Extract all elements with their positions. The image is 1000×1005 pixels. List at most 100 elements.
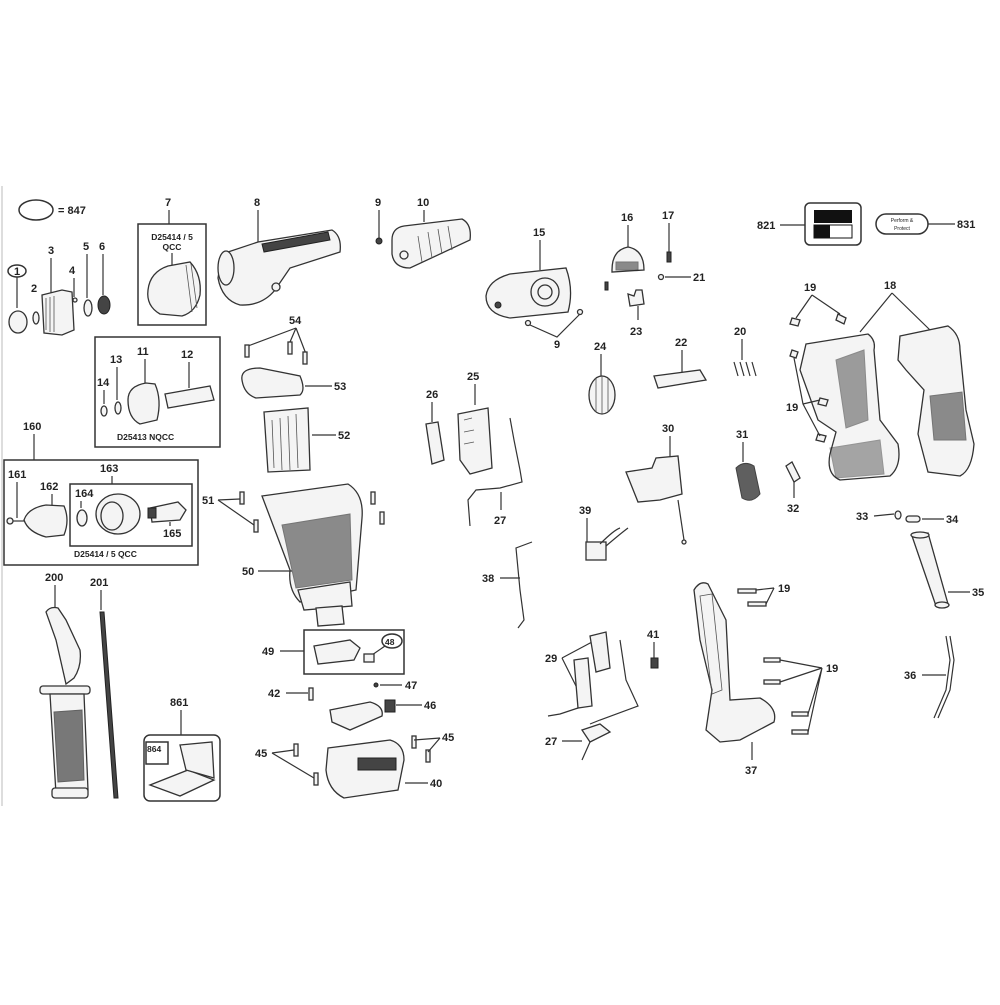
part-label-19-mid: 19 <box>786 402 798 414</box>
caption-d25414-5: D25414 / 5 <box>151 232 193 242</box>
part-label-19-top: 19 <box>804 282 816 294</box>
part-8-gear-housing: 8 <box>217 197 341 306</box>
part-label-22: 22 <box>675 337 687 349</box>
perform-protect-line1: Perform & <box>891 218 914 224</box>
badge-821-icon <box>804 202 862 246</box>
part-label-20: 20 <box>734 326 746 338</box>
part-16-23: 16 17 21 23 <box>604 210 705 338</box>
part-label-46: 46 <box>424 700 436 712</box>
part-label-50: 50 <box>242 566 254 578</box>
part-label-165: 165 <box>163 528 181 540</box>
part-label-41: 41 <box>647 629 659 641</box>
part-label-27-lower: 27 <box>545 736 557 748</box>
part-label-164: 164 <box>75 488 94 500</box>
part-label-26: 26 <box>426 389 438 401</box>
caption-d25413-nqcc: D25413 NQCC <box>117 432 174 442</box>
part-label-39: 39 <box>579 505 591 517</box>
part-label-19-right-lower: 19 <box>826 663 838 675</box>
part-5-ring <box>83 299 93 317</box>
legend-text: = 847 <box>58 205 86 217</box>
group-box-160 <box>3 459 199 566</box>
part-group-1-6: 1 2 3 4 5 6 <box>7 241 111 336</box>
part-label-5: 5 <box>83 241 89 253</box>
part-label-9: 9 <box>375 197 381 209</box>
group-box-49 <box>303 629 405 675</box>
kit-box-frame <box>143 734 221 802</box>
group-box-nqcc <box>94 336 221 448</box>
part-label-10: 10 <box>417 197 429 209</box>
part-label-15: 15 <box>533 227 545 239</box>
part-label-12: 12 <box>181 349 193 361</box>
part-label-52: 52 <box>338 430 350 442</box>
part-group-7: 7 D25414 / 5 QCC <box>137 197 207 326</box>
part-label-27-upper: 27 <box>494 515 506 527</box>
part-label-37: 37 <box>745 765 757 777</box>
part-label-38: 38 <box>482 573 494 585</box>
part-label-821: 821 <box>757 220 775 232</box>
part-50-51: 51 50 <box>202 483 385 627</box>
part-label-45-right: 45 <box>442 732 454 744</box>
part-label-8: 8 <box>254 197 260 209</box>
part-18-19-housing: 19 18 19 <box>786 280 975 481</box>
part-3-body <box>41 289 75 336</box>
part-2-ring <box>32 311 40 325</box>
part-label-47: 47 <box>405 680 417 692</box>
part-label-40: 40 <box>430 778 442 790</box>
part-label-2: 2 <box>31 283 37 295</box>
part-label-7: 7 <box>165 197 171 209</box>
part-label-160: 160 <box>23 421 41 433</box>
part-label-36: 36 <box>904 670 916 682</box>
part-label-864: 864 <box>147 744 161 754</box>
part-label-17: 17 <box>662 210 674 222</box>
part-label-32: 32 <box>787 503 799 515</box>
part-label-831: 831 <box>957 219 975 231</box>
group-box-7 <box>137 223 207 326</box>
part-1-cap <box>8 310 28 334</box>
part-label-4: 4 <box>69 265 76 277</box>
group-box-163 <box>69 483 193 547</box>
part-37-19: 37 19 19 <box>693 582 838 777</box>
part-label-200: 200 <box>45 572 63 584</box>
perform-protect-line2: Protect <box>894 226 910 232</box>
part-group-49: 49 48 <box>262 629 405 675</box>
caption-qcc: QCC <box>163 242 182 252</box>
part-861-kit-box: 861 864 <box>143 697 221 802</box>
part-15-9: 15 9 <box>485 227 584 351</box>
part-label-35: 35 <box>972 587 984 599</box>
part-label-33: 33 <box>856 511 868 523</box>
part-label-861: 861 <box>170 697 188 709</box>
part-25-27-38-39: 26 25 27 38 39 <box>425 371 629 629</box>
part-40-47: 42 47 46 45 45 40 <box>255 680 454 799</box>
part-label-42: 42 <box>268 688 280 700</box>
part-label-51: 51 <box>202 495 214 507</box>
part-6-nut <box>97 295 111 315</box>
part-label-3: 3 <box>48 245 54 257</box>
part-label-6: 6 <box>99 241 105 253</box>
part-label-24: 24 <box>594 341 607 353</box>
part-label-201: 201 <box>90 577 108 589</box>
part-label-11: 11 <box>137 346 149 358</box>
part-200-201: 200 201 <box>39 572 119 799</box>
part-label-29: 29 <box>545 653 557 665</box>
badges-821-831: 821 Perform & Protect 831 <box>757 202 975 246</box>
part-30-switch: 30 <box>625 423 687 545</box>
part-label-48: 48 <box>385 637 395 647</box>
part-label-14: 14 <box>97 377 110 389</box>
part-label-54: 54 <box>289 315 302 327</box>
part-label-13: 13 <box>110 354 122 366</box>
badge-821-bar <box>814 210 852 223</box>
qcc-chuck <box>147 261 201 317</box>
part-group-nqcc: 13 11 14 12 D25413 NQCC <box>94 336 221 448</box>
part-52-54: 54 53 52 <box>241 315 350 473</box>
oval-symbol <box>18 199 54 221</box>
part-label-25: 25 <box>467 371 479 383</box>
part-label-16: 16 <box>621 212 633 224</box>
caption-d25414-5-qcc: D25414 / 5 QCC <box>74 549 137 559</box>
part-9-10: 9 10 <box>375 197 471 269</box>
part-label-162: 162 <box>40 481 58 493</box>
part-label-49: 49 <box>262 646 274 658</box>
part-27-29-41: 29 27 41 <box>545 629 659 761</box>
part-31-32: 31 32 <box>735 429 801 515</box>
part-label-1: 1 <box>14 266 20 278</box>
